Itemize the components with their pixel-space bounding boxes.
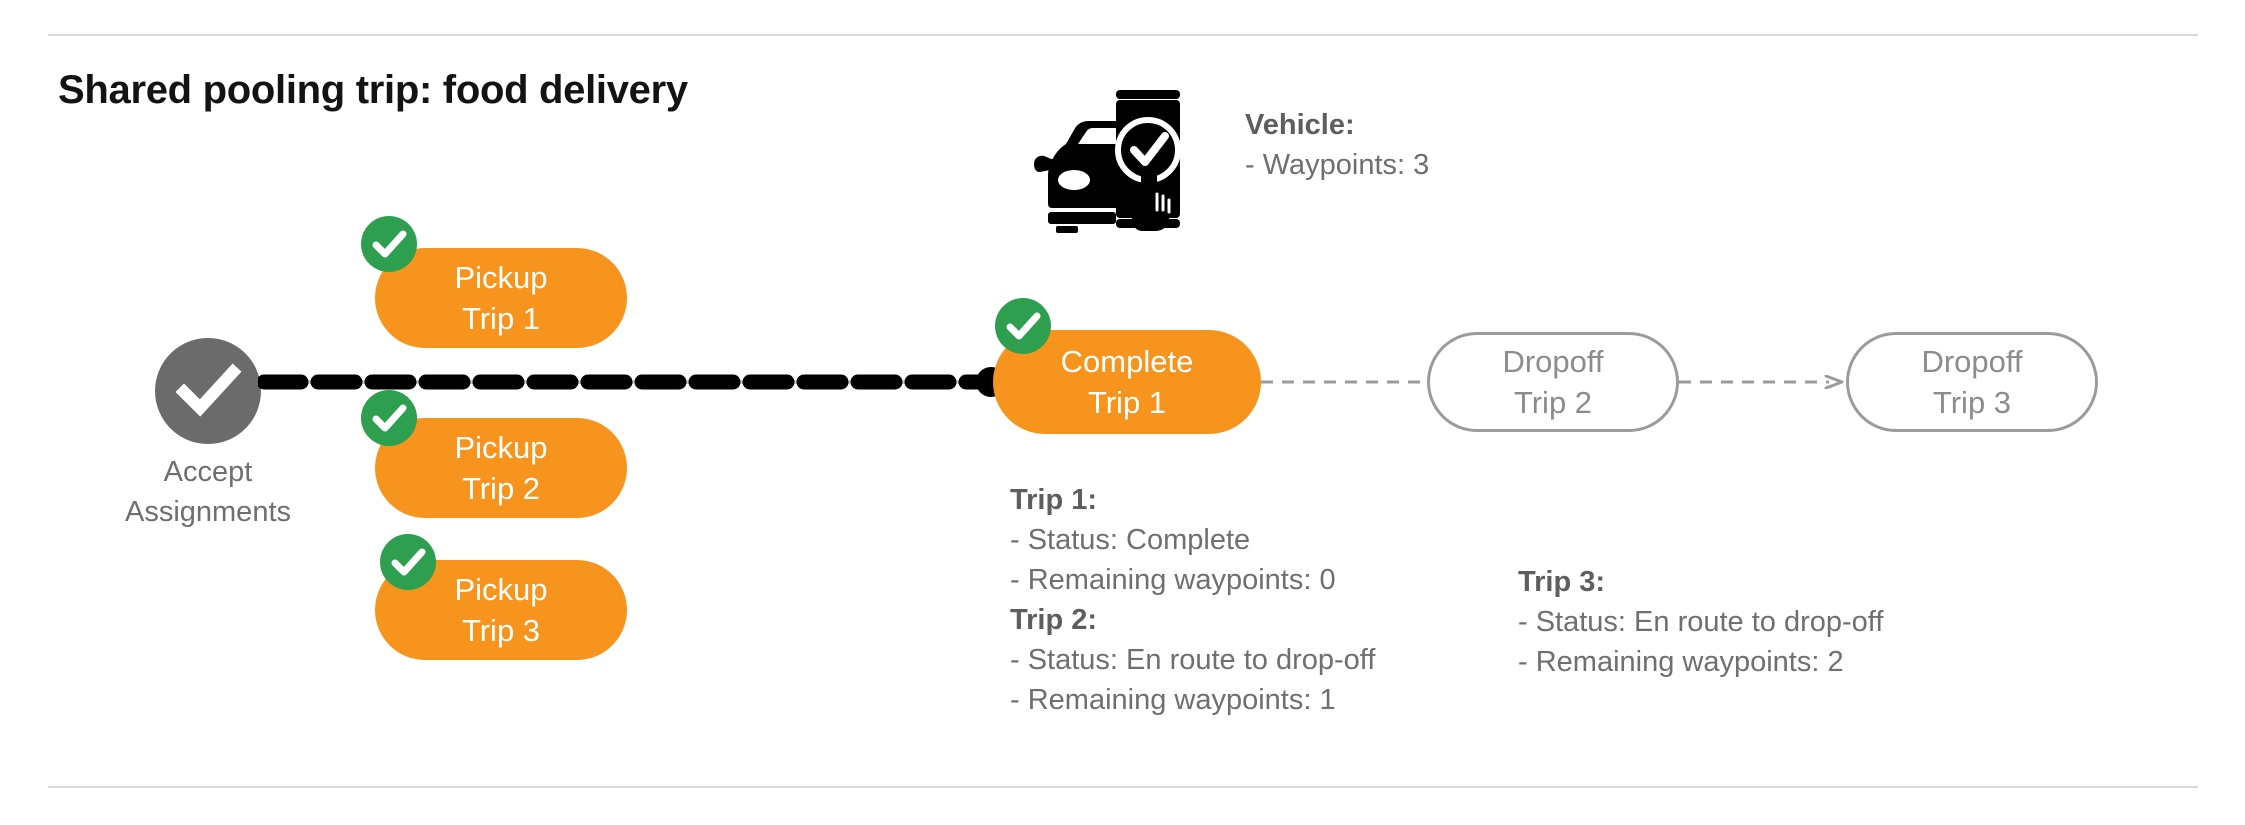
- node-pickup-trip-1-line1: Pickup: [454, 260, 548, 295]
- connector-dropoff2-to-dropoff3: [1679, 375, 1846, 389]
- trip-1-remaining-waypoints: - Remaining waypoints: 0: [1010, 564, 1336, 596]
- trip-details-block-left: Trip 1: - Status: Complete - Remaining w…: [1010, 480, 1375, 720]
- node-pickup-trip-2-line1: Pickup: [454, 430, 548, 465]
- node-dropoff-trip-2-line1: Dropoff: [1502, 344, 1604, 379]
- trip-1-heading: Trip 1:: [1010, 484, 1098, 516]
- bottom-divider: [48, 786, 2198, 788]
- trip-3-remaining-waypoints: - Remaining waypoints: 2: [1518, 646, 1844, 678]
- node-pickup-trip-3-line2: Trip 3: [461, 613, 541, 648]
- node-pickup-trip-1[interactable]: Pickup Trip 1: [375, 248, 627, 348]
- node-pickup-trip-3-line1: Pickup: [454, 572, 548, 607]
- accept-assignments-label: Accept Assignments: [80, 452, 336, 532]
- vehicle-info-waypoints: - Waypoints: 3: [1245, 149, 1430, 181]
- car-phone-check-icon: [1030, 88, 1202, 233]
- node-pickup-trip-3[interactable]: Pickup Trip 3: [375, 560, 627, 660]
- accept-assignments-label-line1: Accept: [163, 456, 253, 488]
- node-pickup-trip-2-line2: Trip 2: [461, 471, 541, 506]
- trip-2-status: - Status: En route to drop-off: [1010, 644, 1376, 676]
- node-dropoff-trip-2-line2: Trip 2: [1513, 385, 1593, 420]
- trip-2-heading: Trip 2:: [1010, 604, 1098, 636]
- node-complete-trip-1-line1: Complete: [1060, 344, 1194, 379]
- check-badge-icon-pickup-2: [361, 390, 417, 446]
- accept-assignments-label-line2: Assignments: [124, 496, 291, 528]
- check-badge-icon-pickup-3: [380, 534, 436, 590]
- node-pickup-trip-2[interactable]: Pickup Trip 2: [375, 418, 627, 518]
- trip-details-block-right: Trip 3: - Status: En route to drop-off -…: [1518, 562, 1883, 682]
- node-dropoff-trip-3-line1: Dropoff: [1921, 344, 2023, 379]
- top-divider: [48, 34, 2198, 36]
- vehicle-info-heading: Vehicle:: [1245, 109, 1355, 141]
- trip-3-status: - Status: En route to drop-off: [1518, 606, 1884, 638]
- node-dropoff-trip-3[interactable]: Dropoff Trip 3: [1846, 332, 2098, 432]
- node-dropoff-trip-3-line2: Trip 3: [1932, 385, 2012, 420]
- check-badge-icon-pickup-1: [361, 216, 417, 272]
- connector-complete-to-dropoff2: [1261, 375, 1427, 389]
- accept-assignments-node[interactable]: [155, 338, 261, 444]
- check-badge-icon-complete-1: [995, 298, 1051, 354]
- trip-3-heading: Trip 3:: [1518, 566, 1606, 598]
- vehicle-info-block: Vehicle: - Waypoints: 3: [1245, 105, 1429, 185]
- page-title: Shared pooling trip: food delivery: [58, 68, 688, 112]
- trip-1-status: - Status: Complete: [1010, 524, 1251, 556]
- trunk-dashed-path: [258, 374, 995, 390]
- node-dropoff-trip-2[interactable]: Dropoff Trip 2: [1427, 332, 1679, 432]
- trip-2-remaining-waypoints: - Remaining waypoints: 1: [1010, 684, 1336, 716]
- node-pickup-trip-1-line2: Trip 1: [461, 301, 541, 336]
- node-complete-trip-1-line2: Trip 1: [1087, 385, 1167, 420]
- check-circle-icon: [175, 363, 242, 417]
